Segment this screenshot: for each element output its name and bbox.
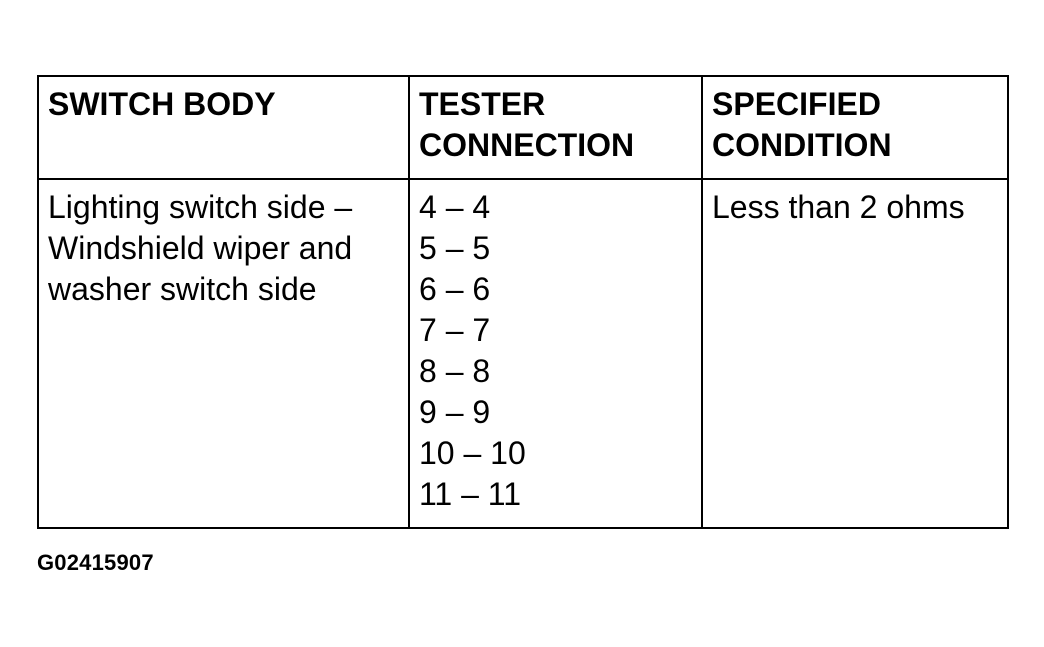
header-specified-condition-line-2: CONDITION: [712, 127, 892, 163]
header-switch-body-line: SWITCH BODY: [48, 86, 276, 122]
header-specified-condition: SPECIFIED CONDITION: [701, 75, 1009, 180]
header-tester-connection: TESTER CONNECTION: [408, 75, 703, 180]
tester-connection-line: 10 – 10: [419, 435, 526, 471]
switch-body-line: Windshield wiper and: [48, 230, 353, 266]
specified-condition-line: Less than 2 ohms: [712, 189, 965, 225]
figure-id: G02415907: [37, 550, 154, 575]
cell-tester-connection: 4 – 4 5 – 5 6 – 6 7 – 7 8 – 8 9 – 9 10 –…: [408, 178, 703, 529]
tester-connection-line: 8 – 8: [419, 353, 491, 389]
tester-connection-line: 4 – 4: [419, 189, 491, 225]
header-row: SWITCH BODY TESTER CONNECTION SPECIFIED …: [37, 75, 1009, 180]
cell-specified-condition: Less than 2 ohms: [701, 178, 1009, 529]
switch-body-line: washer switch side: [48, 271, 317, 307]
tester-connection-line: 7 – 7: [419, 312, 491, 348]
tester-connection-line: 11 – 11: [419, 476, 522, 512]
spec-table: SWITCH BODY TESTER CONNECTION SPECIFIED …: [37, 75, 1009, 529]
tester-connection-line: 6 – 6: [419, 271, 491, 307]
switch-body-line: Lighting switch side –: [48, 189, 353, 225]
tester-connection-line: 5 – 5: [419, 230, 491, 266]
header-tester-connection-line-2: CONNECTION: [419, 127, 635, 163]
tester-connection-line: 9 – 9: [419, 394, 491, 430]
table-row: Lighting switch side – Windshield wiper …: [37, 178, 1009, 529]
cell-switch-body: Lighting switch side – Windshield wiper …: [37, 178, 410, 529]
header-tester-connection-line-1: TESTER: [419, 86, 546, 122]
header-specified-condition-line-1: SPECIFIED: [712, 86, 881, 122]
header-switch-body: SWITCH BODY: [37, 75, 410, 180]
table-body: Lighting switch side – Windshield wiper …: [37, 178, 1009, 529]
table-header: SWITCH BODY TESTER CONNECTION SPECIFIED …: [37, 75, 1009, 180]
